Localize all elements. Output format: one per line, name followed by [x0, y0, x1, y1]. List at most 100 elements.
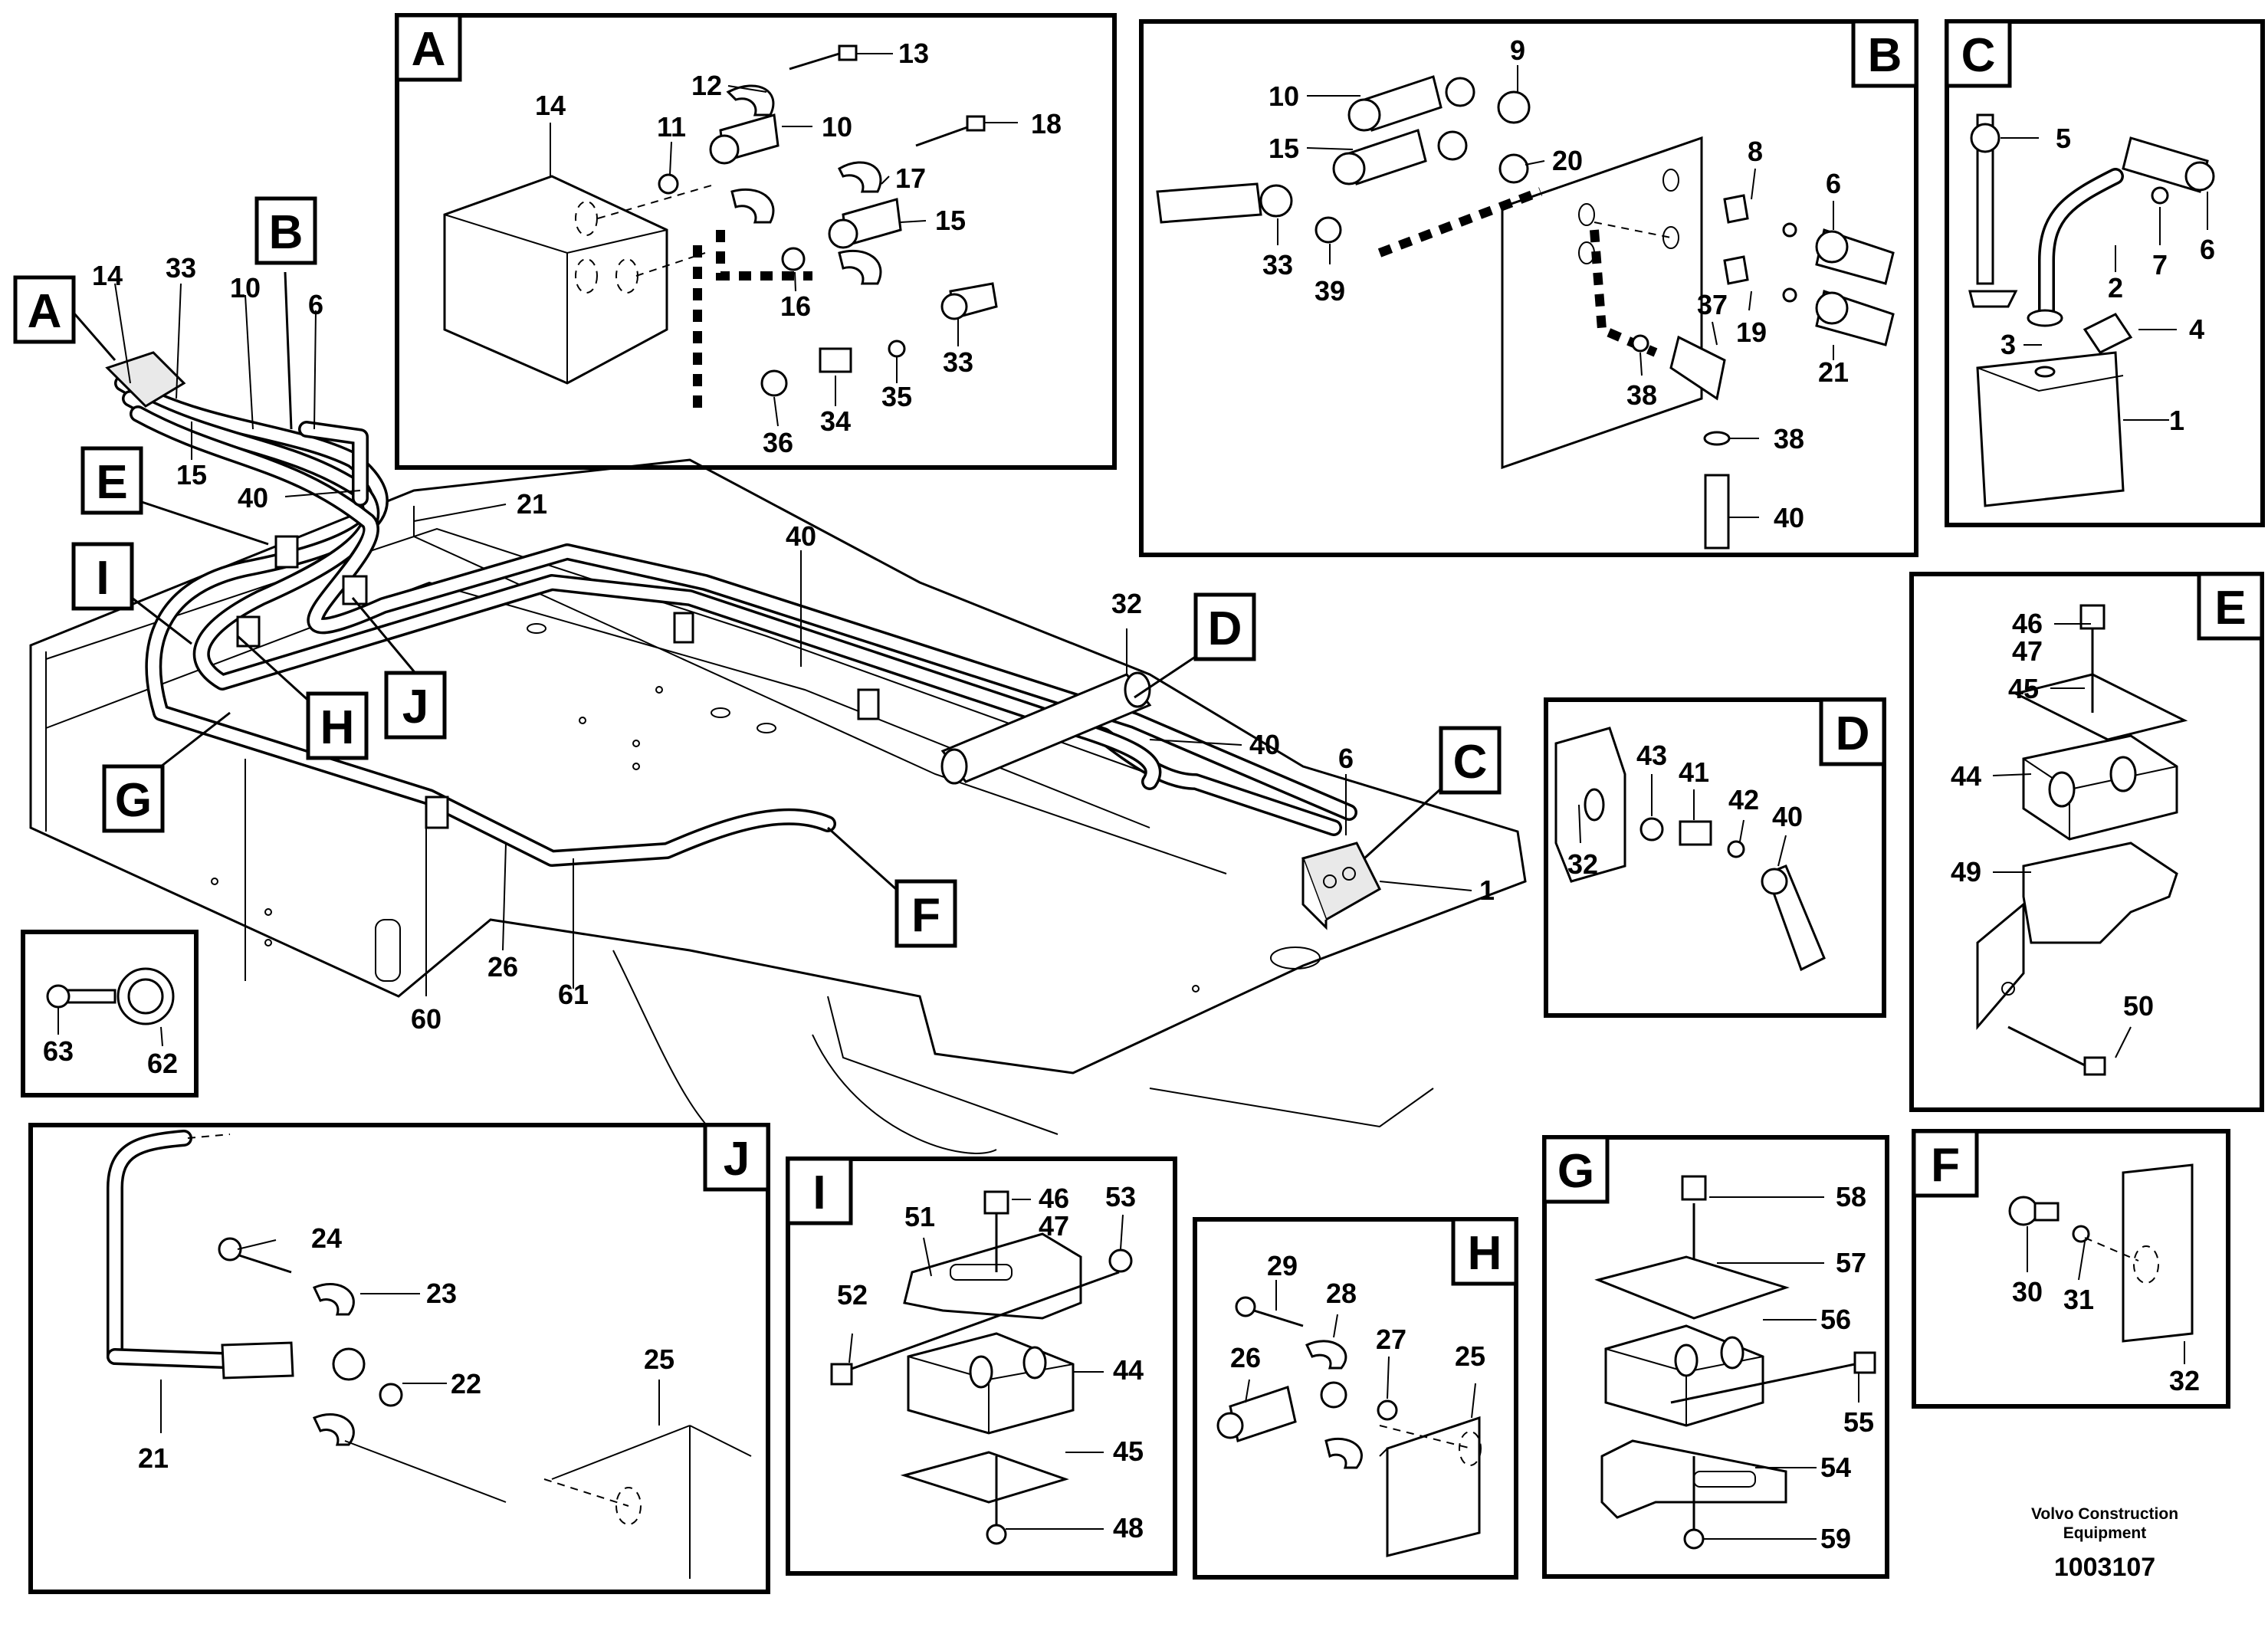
- part-number: 38: [1774, 423, 1804, 454]
- part-number: 40: [1772, 801, 1803, 832]
- part-number: 24: [311, 1222, 342, 1254]
- part-number: 33: [166, 252, 196, 284]
- part-number: 48: [1113, 1512, 1144, 1544]
- detail-a-header: A: [412, 23, 446, 76]
- part-number: 10: [1269, 80, 1299, 112]
- part-number: 8: [1748, 136, 1763, 167]
- part-number: 40: [238, 482, 268, 513]
- part-number: 58: [1836, 1181, 1866, 1212]
- part-numbers-d: 43 41 42 40 32: [1567, 740, 1803, 880]
- part-number: 63: [43, 1035, 74, 1067]
- detail-i-header: I: [812, 1166, 825, 1219]
- part-number: 45: [2008, 673, 2039, 704]
- detail-j-header: J: [724, 1133, 750, 1186]
- detail-d-header: D: [1836, 707, 1870, 760]
- valve-block-1: [1301, 842, 1381, 930]
- part-numbers-c: 5 6 2 7 3 4 1: [2001, 123, 2215, 436]
- part-number: 37: [1697, 289, 1728, 320]
- company-name-line2: Equipment: [2063, 1524, 2147, 1542]
- part-number: 6: [308, 289, 323, 320]
- part-number: 32: [1567, 848, 1598, 880]
- detail-g: [1542, 1135, 1889, 1579]
- drawing-footer: Volvo Construction Equipment 1003107: [2031, 1505, 2178, 1582]
- part-number: 16: [780, 290, 811, 322]
- part-number: 18: [1031, 108, 1062, 139]
- part-number: 32: [1111, 588, 1142, 619]
- detail-g-header: G: [1557, 1145, 1594, 1198]
- part-number: 44: [1113, 1354, 1144, 1386]
- part-numbers-j: 24 23 22 25 21: [138, 1222, 674, 1474]
- part-number: 9: [1510, 34, 1525, 66]
- part-number: 21: [1818, 356, 1849, 388]
- main-view: [29, 351, 1527, 1154]
- part-number: 55: [1843, 1406, 1874, 1438]
- detail-e: [1909, 572, 2264, 1112]
- part-number: 54: [1820, 1452, 1851, 1483]
- part-number: 52: [837, 1279, 868, 1311]
- callout-b-main: B: [269, 206, 304, 259]
- part-number: 13: [898, 38, 929, 69]
- fittings-a: [658, 44, 998, 397]
- part-numbers-main: 14 33 10 6 15 40 21 40 32 40 6 1 26 60 6…: [92, 252, 1495, 1035]
- part-numbers-h: 29 28 26 27 25: [1230, 1250, 1485, 1373]
- fittings-b: [1156, 75, 1895, 550]
- part-number: 28: [1326, 1278, 1357, 1309]
- part-number: 38: [1626, 379, 1657, 411]
- callout-j-main: J: [402, 681, 428, 733]
- part-number: 47: [2012, 635, 2043, 667]
- part-number: 46: [2012, 608, 2043, 639]
- callout-h-main: H: [320, 701, 355, 754]
- part-number: 26: [1230, 1342, 1261, 1373]
- part-number: 45: [1113, 1435, 1144, 1467]
- detail-i: [786, 1157, 1177, 1576]
- part-number: 25: [644, 1344, 674, 1375]
- detail-a: [395, 13, 1117, 470]
- detail-j: [28, 1123, 770, 1594]
- part-number: 26: [487, 951, 518, 983]
- part-number: 11: [657, 111, 686, 143]
- part-number: 49: [1951, 856, 1981, 887]
- part-number: 41: [1679, 756, 1709, 788]
- part-numbers-f: 30 31 32: [2012, 1276, 2200, 1396]
- part-numbers-63-62: 63 62: [43, 1035, 178, 1079]
- leaders-b: [1277, 65, 1834, 518]
- part-numbers-g: 58 57 56 55 54 59: [1820, 1181, 1874, 1554]
- main-leaders: [114, 283, 1472, 996]
- part-number: 40: [1249, 729, 1280, 760]
- part-number: 30: [2012, 1276, 2043, 1307]
- drawing-number: 1003107: [2054, 1553, 2155, 1582]
- part-number: 33: [943, 346, 973, 378]
- callout-g-main: G: [115, 774, 152, 827]
- callout-i-main: I: [96, 552, 109, 605]
- part-number: 29: [1267, 1250, 1298, 1281]
- company-name-line1: Volvo Construction: [2031, 1505, 2178, 1523]
- part-number: 7: [2152, 249, 2168, 281]
- part-number: 12: [691, 70, 722, 101]
- part-numbers-i: 46 47 53 51 52 44 45 48: [837, 1181, 1144, 1544]
- part-number: 14: [535, 90, 566, 121]
- part-number: 3: [2001, 329, 2016, 360]
- part-number: 25: [1455, 1340, 1485, 1372]
- part-number: 21: [517, 488, 547, 520]
- part-numbers-a: 13 12 18 14 11 10 17 15 16 35 33 36 34: [535, 38, 1062, 458]
- callout-c-main: C: [1453, 736, 1488, 789]
- part-number: 1: [1479, 874, 1495, 906]
- callout-a-main: A: [28, 285, 62, 338]
- part-number: 51: [904, 1201, 935, 1232]
- part-numbers-b: 9 10 15 20 8 6 33 39 19 37 21 38 38 40: [1262, 34, 1849, 533]
- part-number: 10: [822, 111, 852, 143]
- part-number: 10: [230, 272, 261, 303]
- part-number: 17: [895, 162, 926, 194]
- detail-63-62: [21, 930, 199, 1097]
- part-numbers-e: 46 47 45 44 49 50: [1951, 608, 2154, 1022]
- part-number: 22: [451, 1368, 481, 1399]
- part-number: 27: [1376, 1324, 1406, 1355]
- part-number: 50: [2123, 990, 2154, 1022]
- part-number: 2: [2108, 272, 2123, 303]
- part-number: 57: [1836, 1247, 1866, 1278]
- detail-h: [1193, 1217, 1518, 1580]
- detail-e-header: E: [2214, 582, 2246, 635]
- part-number: 47: [1039, 1210, 1069, 1242]
